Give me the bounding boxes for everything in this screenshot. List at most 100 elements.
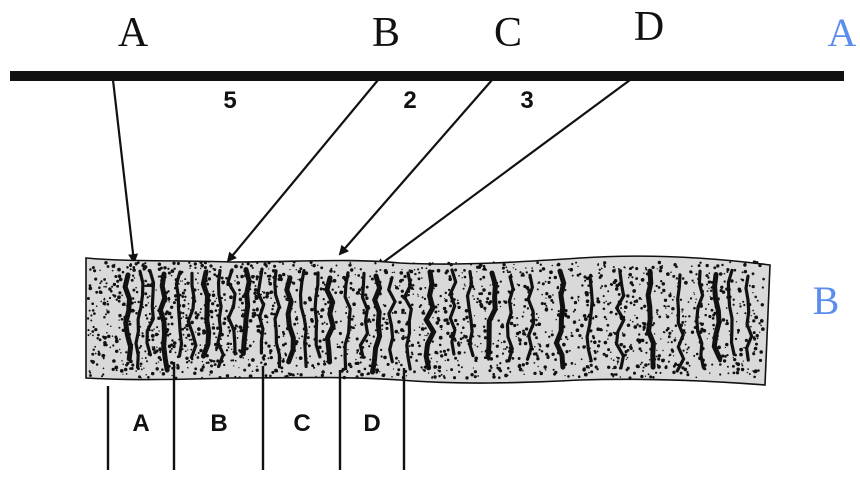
- stipple-dot: [635, 267, 638, 270]
- stipple-dot: [486, 297, 489, 300]
- stipple-dot: [577, 266, 578, 267]
- stipple-dot: [407, 294, 409, 296]
- stipple-dot: [267, 261, 270, 264]
- stipple-dot: [736, 362, 740, 366]
- stipple-dot: [518, 284, 520, 286]
- stipple-dot: [711, 364, 713, 366]
- stipple-dot: [99, 338, 102, 341]
- stipple-dot: [699, 262, 701, 264]
- stipple-dot: [413, 293, 414, 294]
- stipple-dot: [145, 357, 147, 359]
- stipple-dot: [141, 335, 144, 338]
- stipple-dot: [594, 350, 596, 352]
- stipple-dot: [502, 263, 505, 266]
- stipple-dot: [516, 332, 519, 335]
- stipple-dot: [337, 344, 338, 345]
- stipple-dot: [264, 333, 266, 335]
- stipple-dot: [483, 325, 485, 327]
- stipple-dot: [281, 371, 283, 373]
- stipple-dot: [755, 343, 758, 346]
- stipple-dot: [630, 344, 632, 346]
- stipple-dot: [352, 302, 356, 306]
- stipple-dot: [464, 335, 468, 339]
- stipple-dot: [476, 271, 477, 272]
- stipple-dot: [199, 344, 201, 346]
- stipple-dot: [753, 338, 756, 341]
- stipple-dot: [356, 337, 359, 340]
- stipple-dot: [364, 368, 367, 371]
- zone-label-d: D: [363, 410, 380, 437]
- stipple-dot: [381, 324, 383, 326]
- stipple-dot: [396, 372, 400, 376]
- stipple-dot: [571, 296, 574, 299]
- stipple-dot: [136, 291, 138, 293]
- stipple-dot: [540, 264, 542, 266]
- stipple-dot: [293, 323, 296, 326]
- stipple-dot: [649, 375, 652, 378]
- stipple-dot: [476, 301, 478, 303]
- stipple-dot: [726, 320, 728, 322]
- stipple-dot: [213, 364, 215, 366]
- stipple-dot: [129, 367, 132, 370]
- stipple-dot: [418, 345, 421, 348]
- stipple-dot: [741, 368, 744, 371]
- stipple-dot: [535, 319, 538, 322]
- stipple-dot: [278, 325, 280, 327]
- stipple-dot: [725, 347, 726, 348]
- stipple-dot: [483, 265, 486, 268]
- stipple-dot: [523, 305, 526, 308]
- stipple-dot: [350, 268, 353, 271]
- stipple-dot: [135, 370, 137, 372]
- stipple-dot: [473, 288, 475, 290]
- stipple-dot: [585, 293, 589, 297]
- stipple-dot: [303, 301, 307, 305]
- stipple-dot: [340, 320, 342, 322]
- stipple-dot: [411, 352, 413, 354]
- stipple-dot: [481, 285, 483, 287]
- stipple-dot: [432, 340, 434, 342]
- stipple-dot: [480, 292, 483, 295]
- stipple-dot: [386, 319, 388, 321]
- stipple-dot: [565, 336, 568, 339]
- stipple-dot: [458, 275, 460, 277]
- stipple-dot: [103, 336, 107, 340]
- stipple-dot: [209, 370, 213, 374]
- stipple-dot: [503, 271, 505, 273]
- stipple-dot: [671, 312, 672, 313]
- stipple-dot: [632, 321, 634, 323]
- stipple-dot: [228, 346, 230, 348]
- stipple-dot: [379, 371, 380, 372]
- stipple-dot: [628, 376, 631, 379]
- stipple-dot: [599, 276, 602, 279]
- stipple-dot: [161, 368, 164, 371]
- stipple-dot: [571, 263, 573, 265]
- stipple-dot: [503, 300, 505, 302]
- stipple-dot: [369, 334, 371, 336]
- stipple-dot: [182, 292, 185, 295]
- stipple-dot: [607, 338, 608, 339]
- stipple-dot: [97, 334, 100, 337]
- stipple-dot: [708, 288, 709, 289]
- stipple-dot: [249, 344, 252, 347]
- stipple-dot: [190, 361, 192, 363]
- stipple-dot: [481, 351, 482, 352]
- stipple-dot: [103, 341, 107, 345]
- stipple-dot: [171, 348, 173, 350]
- stipple-dot: [664, 299, 667, 302]
- stipple-dot: [357, 274, 360, 277]
- stipple-dot: [740, 278, 742, 280]
- stipple-dot: [439, 325, 442, 328]
- stipple-dot: [158, 361, 159, 362]
- stipple-dot: [423, 312, 426, 315]
- stipple-dot: [132, 266, 135, 269]
- stipple-dot: [670, 292, 672, 294]
- stipple-dot: [152, 347, 156, 351]
- stipple-dot: [94, 346, 96, 348]
- stipple-dot: [383, 313, 385, 315]
- stipple-dot: [586, 304, 589, 307]
- stipple-dot: [112, 359, 116, 363]
- stipple-dot: [627, 357, 629, 359]
- stipple-dot: [725, 343, 728, 346]
- stipple-dot: [583, 367, 586, 370]
- stipple-dot: [272, 305, 275, 308]
